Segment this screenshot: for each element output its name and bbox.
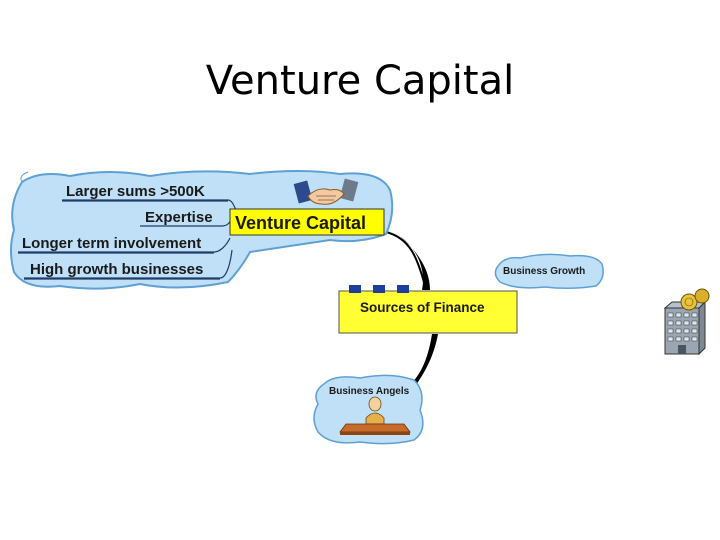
point-expertise: Expertise <box>145 209 213 226</box>
business-growth-label: Business Growth <box>503 266 585 277</box>
business-angels-label: Business Angels <box>329 386 410 397</box>
connector-square <box>349 285 361 293</box>
central-label: Sources of Finance <box>360 300 485 315</box>
branch-business-angels <box>410 334 438 385</box>
handshake-icon <box>293 178 359 205</box>
connector-square <box>373 285 385 293</box>
point-larger-sums: Larger sums >500K <box>66 183 205 200</box>
connector-square <box>397 285 409 293</box>
central-node: Sources of Finance <box>338 285 518 334</box>
business-angels-cloud: Business Angels <box>313 374 424 445</box>
venture-capital-label: Venture Capital <box>229 208 385 236</box>
svg-text:Venture Capital: Venture Capital <box>235 213 366 233</box>
office-building-money-icon <box>663 288 710 356</box>
woman-at-desk-icon <box>339 396 411 435</box>
point-longer-term: Longer term involvement <box>22 235 201 252</box>
business-growth-cloud: Business Growth <box>494 253 604 290</box>
slide-title: Venture Capital <box>205 58 515 104</box>
point-high-growth: High growth businesses <box>30 261 203 278</box>
